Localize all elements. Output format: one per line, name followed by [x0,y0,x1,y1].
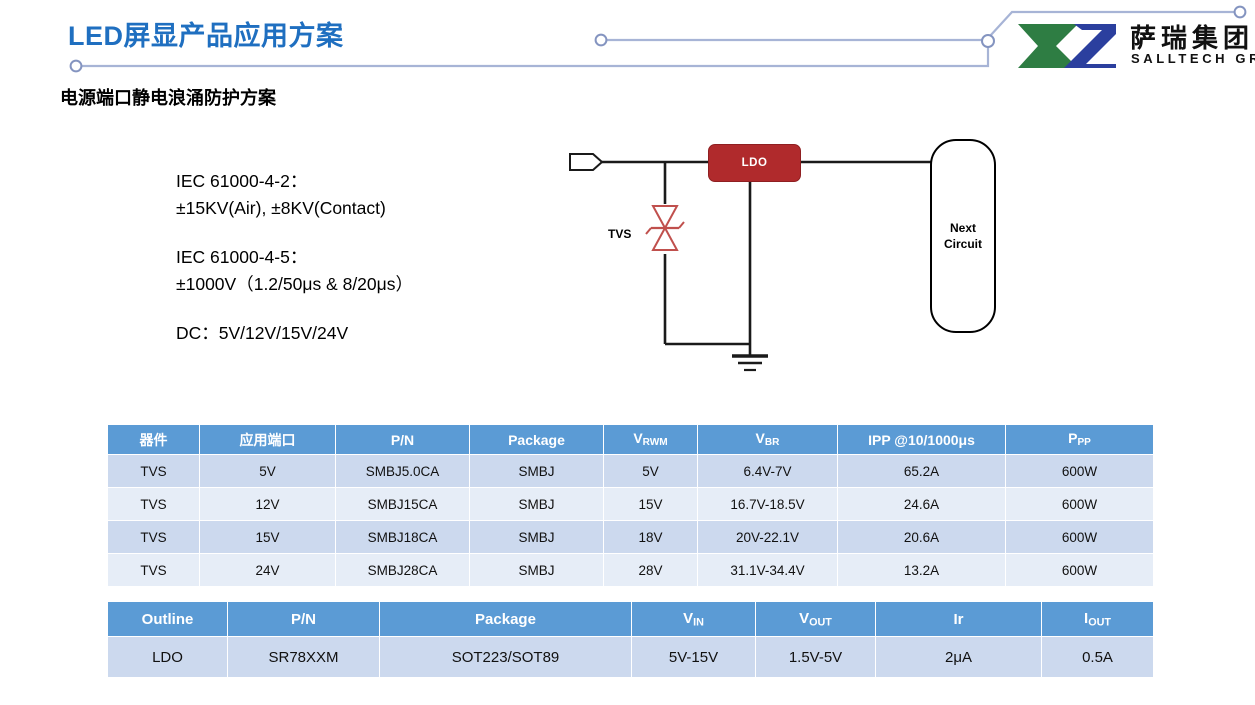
cell-vbr: 20V-22.1V [697,520,838,554]
cell-package: SMBJ [469,553,604,587]
table-row: TVS 5V SMBJ5.0CA SMBJ 5V 6.4V-7V 65.2A 6… [107,454,1154,488]
column-header-ipp: IPP @10/1000μs [837,424,1006,455]
cell-outline: LDO [107,636,228,678]
cell-pn: SMBJ18CA [335,520,470,554]
cell-ipp: 24.6A [837,487,1006,521]
deco-circle-right [1233,5,1247,19]
cell-port: 15V [199,520,336,554]
cell-ipp: 20.6A [837,520,1006,554]
cell-vin: 5V-15V [631,636,756,678]
deco-circle-node [981,34,995,48]
cell-package: SMBJ [469,487,604,521]
tvs-diode-icon [645,205,685,251]
cell-device: TVS [107,553,200,587]
column-header-port: 应用端口 [199,424,336,455]
cell-package: SOT223/SOT89 [379,636,632,678]
cell-pn: SR78XXM [227,636,380,678]
table-header-row: Outline P/N Package VIN VOUT Ir IOUT [107,601,1154,637]
cell-pn: SMBJ15CA [335,487,470,521]
column-header-device: 器件 [107,424,200,455]
spec-line: ±15KV(Air), ±8KV(Contact) [176,198,386,218]
spec-line: IEC 61000-4-2： [176,171,308,191]
spec-paragraph-esd: IEC 61000-4-2： ±15KV(Air), ±8KV(Contact) [176,168,413,222]
cell-vrwm: 28V [603,553,698,587]
column-header-package: Package [379,601,632,637]
spec-paragraph-surge: IEC 61000-4-5： ±1000V（1.2/50μs & 8/20μs） [176,244,413,298]
column-header-vout: VOUT [755,601,876,637]
tvs-label: TVS [608,227,632,241]
cell-pn: SMBJ28CA [335,553,470,587]
cell-port: 12V [199,487,336,521]
cell-vbr: 31.1V-34.4V [697,553,838,587]
logo-chinese-name: 萨瑞集团 [1130,23,1255,53]
cell-vrwm: 5V [603,454,698,488]
cell-vbr: 16.7V-18.5V [697,487,838,521]
cell-vout: 1.5V-5V [755,636,876,678]
cell-ppp: 600W [1005,520,1154,554]
column-header-vbr: VBR [697,424,838,455]
column-header-pn: P/N [227,601,380,637]
column-header-outline: Outline [107,601,228,637]
cell-vbr: 6.4V-7V [697,454,838,488]
circuit-schematic-svg [569,153,932,372]
page-title: LED屏显产品应用方案 [68,21,344,51]
cell-port: 24V [199,553,336,587]
table-row: TVS 12V SMBJ15CA SMBJ 15V 16.7V-18.5V 24… [107,487,1154,521]
table-row: LDO SR78XXM SOT223/SOT89 5V-15V 1.5V-5V … [107,636,1154,678]
column-header-iout: IOUT [1041,601,1154,637]
specification-text-block: IEC 61000-4-2： ±15KV(Air), ±8KV(Contact)… [176,168,413,347]
cell-ipp: 13.2A [837,553,1006,587]
column-header-package: Package [469,424,604,455]
next-circuit-line-2: Circuit [943,237,982,251]
cell-ppp: 600W [1005,487,1154,521]
spec-line: ±1000V（1.2/50μs & 8/20μs） [176,274,413,294]
cell-vrwm: 15V [603,487,698,521]
tvs-spec-table: 器件 应用端口 P/N Package VRWM VBR IPP @10/100… [107,424,1154,587]
logo-english-name: SALLTECH GROUP [1131,51,1255,66]
section-title: 电源端口静电浪涌防护方案 [60,88,276,108]
cell-port: 5V [199,454,336,488]
cell-iout: 0.5A [1041,636,1154,678]
cell-pn: SMBJ5.0CA [335,454,470,488]
cell-device: TVS [107,487,200,521]
next-circuit-block: Next Circuit [930,139,996,333]
spec-line: DC：5V/12V/15V/24V [176,323,349,343]
cell-ipp: 65.2A [837,454,1006,488]
cell-ppp: 600W [1005,454,1154,488]
cell-ir: 2μA [875,636,1042,678]
next-circuit-line-1: Next [949,221,976,235]
logo-mark-icon [1018,24,1116,68]
column-header-vrwm: VRWM [603,424,698,455]
cell-package: SMBJ [469,454,604,488]
ldo-block: LDO [708,144,801,182]
table-header-row: 器件 应用端口 P/N Package VRWM VBR IPP @10/100… [107,424,1154,455]
deco-circle-left-upper [594,33,608,47]
spec-line: IEC 61000-4-5： [176,247,308,267]
ldo-spec-table: Outline P/N Package VIN VOUT Ir IOUT LDO… [107,601,1154,678]
column-header-vin: VIN [631,601,756,637]
cell-vrwm: 18V [603,520,698,554]
input-terminal-icon [569,153,604,171]
column-header-ppp: PPP [1005,424,1154,455]
column-header-pn: P/N [335,424,470,455]
cell-device: TVS [107,520,200,554]
cell-device: TVS [107,454,200,488]
table-row: TVS 15V SMBJ18CA SMBJ 18V 20V-22.1V 20.6… [107,520,1154,554]
company-logo: 萨瑞集团 SALLTECH GROUP [1012,18,1255,76]
deco-circle-left-lower [69,59,83,73]
spec-paragraph-dc: DC：5V/12V/15V/24V [176,320,413,347]
cell-package: SMBJ [469,520,604,554]
table-row: TVS 24V SMBJ28CA SMBJ 28V 31.1V-34.4V 13… [107,553,1154,587]
cell-ppp: 600W [1005,553,1154,587]
circuit-diagram: TVS LDO Next Circuit [550,128,1030,384]
column-header-ir: Ir [875,601,1042,637]
